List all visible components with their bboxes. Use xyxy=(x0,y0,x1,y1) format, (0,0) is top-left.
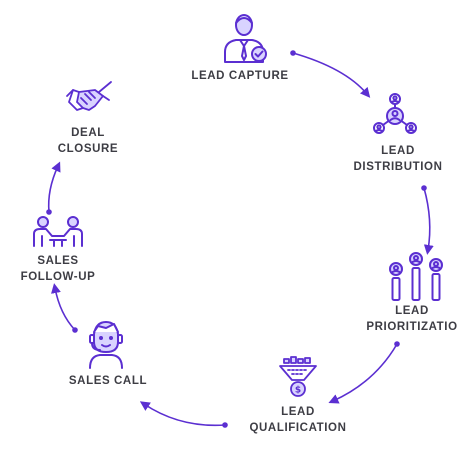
arrow-dot xyxy=(222,422,228,428)
step-label-lead-distribution: LEAD DISTRIBUTION xyxy=(353,145,443,173)
step-label-lead-qualification: LEAD QUALIFICATION xyxy=(249,406,347,434)
two-people-meeting-icon xyxy=(33,216,83,247)
arrow-capture-to-distribution xyxy=(292,52,371,98)
arrow-qualification-to-salescall xyxy=(139,401,226,427)
businessman-check-icon xyxy=(224,14,267,63)
headset-agent-icon xyxy=(89,321,123,369)
arrow-dot xyxy=(290,50,296,56)
network-people-icon xyxy=(373,93,417,134)
step-label-sales-follow-up: SALES FOLLOW-UP xyxy=(20,255,96,283)
arrow-distribution-to-prioritization xyxy=(423,187,434,255)
step-label-lead-prioritization: LEAD PRIORITIZATIO xyxy=(366,305,458,333)
arrow-dot xyxy=(46,209,52,215)
arrow-dot xyxy=(72,327,78,333)
handshake-icon xyxy=(66,81,112,111)
svg-text:$: $ xyxy=(295,386,301,396)
step-label-deal-closure: DEAL CLOSURE xyxy=(57,127,119,155)
arrow-followup-to-deal xyxy=(47,161,61,213)
ranked-people-icon xyxy=(389,252,443,301)
arrow-salescall-to-followup xyxy=(51,283,76,331)
step-label-lead-capture: LEAD CAPTURE xyxy=(191,70,289,82)
arrow-dot xyxy=(421,185,427,191)
arrow-dot xyxy=(394,341,400,347)
step-label-sales-call: SALES CALL xyxy=(68,375,148,387)
funnel-coin-icon: $ xyxy=(279,356,317,397)
arrow-prioritization-to-qualification xyxy=(328,343,398,404)
